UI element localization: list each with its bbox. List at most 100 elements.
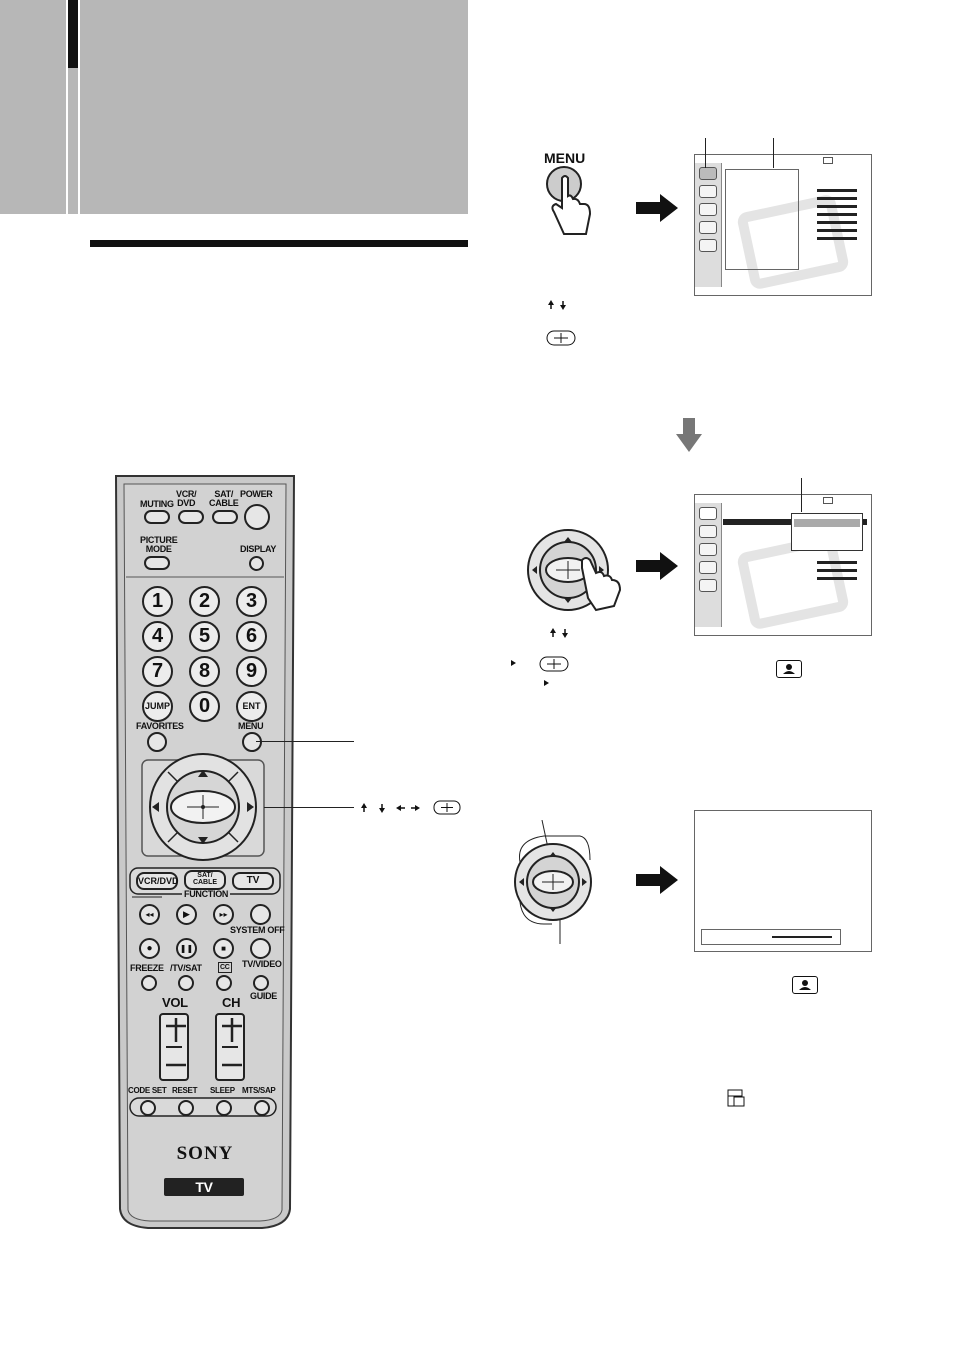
tv-sat-label: /TV/SAT bbox=[170, 963, 202, 973]
parent-icon bbox=[699, 221, 717, 234]
play-button[interactable]: ▶ bbox=[176, 904, 197, 925]
muting-button[interactable] bbox=[144, 510, 170, 524]
blank-button[interactable] bbox=[250, 904, 271, 925]
picture-icon bbox=[776, 660, 802, 678]
mts-sap-label: MTS/SAP bbox=[242, 1086, 276, 1095]
menu-item-list bbox=[725, 169, 799, 270]
arrow-down-icon bbox=[676, 418, 702, 452]
ch-label: CH bbox=[222, 995, 241, 1010]
value-bar bbox=[817, 213, 857, 216]
menu-button[interactable] bbox=[242, 732, 262, 752]
favorites-label: FAVORITES bbox=[136, 721, 184, 731]
record-button[interactable]: ● bbox=[139, 938, 160, 959]
stop-button[interactable]: ■ bbox=[213, 938, 234, 959]
display-button[interactable] bbox=[249, 556, 264, 571]
function-label: FUNCTION bbox=[182, 889, 231, 899]
digit-3-button[interactable]: 3 bbox=[236, 586, 267, 617]
digit-8-button[interactable]: 8 bbox=[189, 656, 220, 687]
sleep-button[interactable] bbox=[216, 1100, 232, 1116]
digit-4-button[interactable]: 4 bbox=[142, 621, 173, 652]
muting-label: MUTING bbox=[140, 499, 174, 509]
header-divider bbox=[78, 0, 80, 214]
jump-button[interactable]: JUMP bbox=[142, 691, 173, 722]
parent-icon bbox=[699, 561, 717, 574]
chapter-marker bbox=[68, 0, 78, 68]
digit-0-button[interactable]: 0 bbox=[189, 691, 220, 722]
picture-icon bbox=[699, 167, 717, 180]
sat-cable-button[interactable] bbox=[212, 510, 238, 524]
right-enter-icons bbox=[511, 656, 569, 686]
arrow-right-icon bbox=[636, 552, 678, 580]
menu-screen-picture bbox=[694, 154, 872, 296]
system-off-button[interactable] bbox=[250, 938, 271, 959]
remote-control: MUTING VCR/ DVD SAT/ CABLE POWER PICTURE… bbox=[112, 474, 298, 1229]
reset-label: RESET bbox=[172, 1086, 198, 1095]
tv-video-label: TV/VIDEO bbox=[242, 959, 282, 969]
enter-button-icon bbox=[546, 330, 576, 346]
channel-icon bbox=[699, 203, 717, 216]
fast-forward-button[interactable]: ▸▸ bbox=[213, 904, 234, 925]
sound-icon bbox=[699, 525, 717, 538]
power-label: POWER bbox=[240, 489, 273, 499]
power-button[interactable] bbox=[244, 504, 270, 530]
vcr-dvd-button[interactable] bbox=[178, 510, 204, 524]
value-bar bbox=[817, 221, 857, 224]
press-menu-illustration bbox=[546, 166, 592, 235]
menu-label: MENU bbox=[238, 721, 264, 731]
sat-cable-function-button[interactable]: SAT/ CABLE bbox=[184, 870, 226, 890]
channel-icon bbox=[699, 543, 717, 556]
header-divider bbox=[66, 0, 68, 214]
display-label: DISPLAY bbox=[240, 544, 277, 554]
tv-function-button[interactable]: TV bbox=[232, 872, 274, 890]
callout-line bbox=[801, 478, 802, 512]
adjustment-bar-box bbox=[701, 929, 841, 945]
reset-button[interactable] bbox=[178, 1100, 194, 1116]
tv-badge: TV bbox=[195, 1179, 213, 1195]
picture-icon bbox=[699, 507, 717, 520]
digit-9-button[interactable]: 9 bbox=[236, 656, 267, 687]
joystick-direction-icons bbox=[361, 800, 461, 815]
up-down-arrows-icon bbox=[548, 300, 566, 310]
tv-sat-button[interactable] bbox=[178, 975, 194, 991]
joystick-up-down-illustration bbox=[514, 820, 592, 944]
tv-video-button[interactable] bbox=[253, 975, 269, 991]
adjustment-screen bbox=[694, 810, 872, 952]
picture-mode-button[interactable] bbox=[144, 556, 170, 570]
arrow-right-icon bbox=[636, 194, 678, 222]
rewind-button[interactable]: ◂◂ bbox=[139, 904, 160, 925]
value-bar bbox=[817, 569, 857, 572]
menu-callout-line bbox=[256, 741, 354, 742]
cc-label: CC bbox=[218, 962, 232, 973]
chapter-header-band bbox=[0, 0, 468, 214]
code-set-button[interactable] bbox=[140, 1100, 156, 1116]
mts-sap-button[interactable] bbox=[254, 1100, 270, 1116]
vcr-dvd-function-button[interactable]: VCR/DVD bbox=[136, 872, 179, 890]
menu-screen-options bbox=[694, 494, 872, 636]
ent-button[interactable]: ENT bbox=[236, 691, 267, 722]
value-bar bbox=[817, 237, 857, 240]
freeze-button[interactable] bbox=[141, 975, 157, 991]
cc-button[interactable] bbox=[216, 975, 232, 991]
setup-icon bbox=[699, 579, 717, 592]
favorites-button[interactable] bbox=[147, 732, 167, 752]
digit-1-button[interactable]: 1 bbox=[142, 586, 173, 617]
value-bar bbox=[817, 197, 857, 200]
joystick-press-illustration bbox=[527, 529, 622, 612]
digit-6-button[interactable]: 6 bbox=[236, 621, 267, 652]
pause-button[interactable]: ❚❚ bbox=[176, 938, 197, 959]
channel-rocker[interactable] bbox=[216, 1014, 244, 1080]
volume-rocker[interactable] bbox=[160, 1014, 188, 1080]
vol-label: VOL bbox=[162, 995, 188, 1010]
setup-icon bbox=[726, 1088, 746, 1108]
picture-icon bbox=[792, 976, 818, 994]
picture-mode-label: PICTURE MODE bbox=[140, 535, 178, 554]
up-down-arrows-icon bbox=[550, 628, 568, 638]
digit-2-button[interactable]: 2 bbox=[189, 586, 220, 617]
tv-icon bbox=[823, 157, 833, 164]
adjustment-slider bbox=[772, 936, 832, 938]
digit-7-button[interactable]: 7 bbox=[142, 656, 173, 687]
setup-icon bbox=[699, 239, 717, 252]
digit-5-button[interactable]: 5 bbox=[189, 621, 220, 652]
option-popup bbox=[791, 513, 863, 551]
callout-line bbox=[705, 138, 706, 168]
